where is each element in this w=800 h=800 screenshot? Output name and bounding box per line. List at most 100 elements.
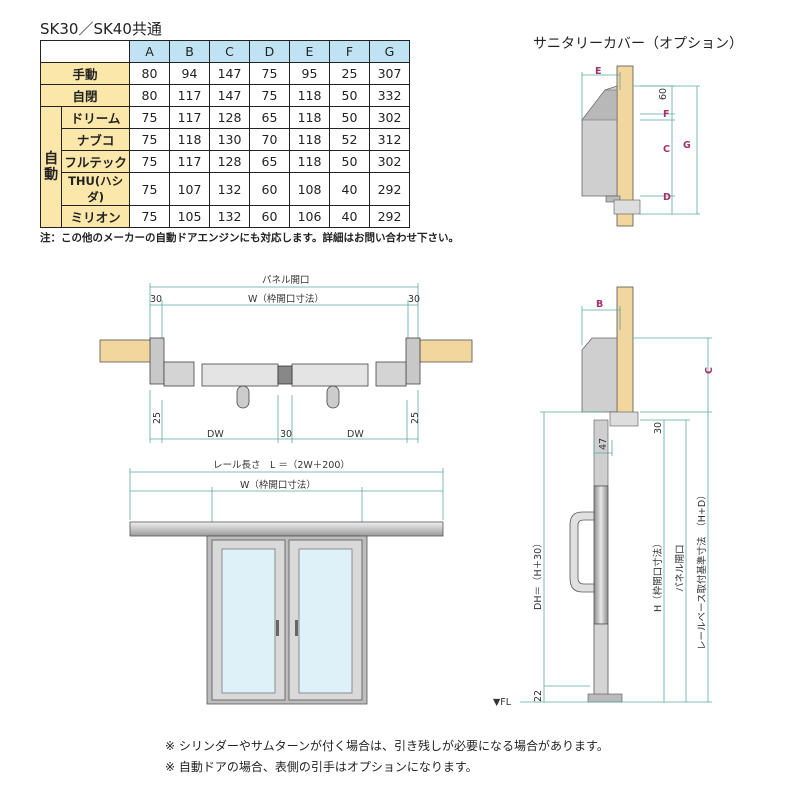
row-label-manual: 手動 (40, 62, 130, 85)
cover-dim-g: G (683, 140, 691, 151)
section-h-frame: H（枠開口寸法） (652, 538, 664, 612)
table-row: 自閉 80 117 147 75 118 50 332 (40, 84, 410, 107)
section-dim-30: 30 (653, 422, 664, 434)
plan-door-leaf-right (291, 363, 369, 387)
table-cell: 75 (249, 62, 290, 85)
section-panel-opening: パネル開口 (675, 544, 686, 592)
sanitary-cover-drawing: E 60 F C G D (581, 65, 700, 227)
table-cell: 65 (249, 150, 290, 173)
col-header-d: D (249, 40, 290, 63)
table-cell: 292 (369, 172, 410, 206)
section-wall (616, 286, 634, 426)
spec-table: A B C D E F G 手動 80 94 147 75 95 25 307 … (39, 40, 410, 228)
rail-block (613, 199, 641, 215)
section-dim-b: B (596, 299, 603, 310)
elevation-glass-left (221, 548, 276, 694)
table-cell: 147 (209, 84, 250, 107)
cover-dim-60: 60 (658, 88, 669, 100)
table-cell: 95 (289, 62, 330, 85)
plan-w-opening: W（枠開口寸法） (248, 293, 324, 305)
table-cell: 40 (329, 172, 370, 206)
cover-dim-e: E (595, 66, 602, 77)
plan-frame-left (149, 337, 165, 385)
plan-dim-25-right: 25 (410, 412, 421, 424)
plan-dim-25-left: 25 (152, 412, 163, 424)
row-label-million: ミリオン (61, 205, 130, 228)
cover-dim-f: F (663, 109, 670, 120)
table-cell: 117 (169, 106, 210, 129)
table-cell: 118 (289, 150, 330, 173)
table-cell: 332 (369, 84, 410, 107)
row-label-nabco: ナブコ (61, 128, 130, 151)
table-title: SK30／SK40共通 (40, 20, 162, 38)
footnote-2: ※ 自動ドアの場合、表側の引手はオプションになります。 (165, 760, 478, 774)
section-door-stile (593, 485, 609, 625)
elevation-glass-right (298, 548, 353, 694)
plan-handle-left (236, 385, 250, 409)
plan-dim-30-left: 30 (150, 294, 162, 305)
row-label-fulltech: フルテック (61, 150, 130, 173)
plan-frame-right (405, 337, 421, 385)
section-handle (569, 511, 595, 593)
plan-wall-right (419, 339, 473, 363)
auto-group-label-1: 自 (44, 150, 59, 167)
table-row: ミリオン 75 105 132 60 106 40 292 (41, 205, 410, 228)
plan-handle-right (326, 385, 340, 409)
plan-rail-left (163, 361, 195, 387)
table-cell: 80 (129, 62, 170, 85)
plan-panel-opening: パネル開口 (262, 275, 310, 286)
elevation-rail-cover (129, 521, 444, 537)
table-cell: 75 (129, 150, 170, 173)
table-row: 手動 80 94 147 75 95 25 307 (40, 62, 410, 85)
table-row: フルテック 75 117 128 65 118 50 302 (41, 150, 410, 173)
section-door-bottom (593, 623, 609, 697)
section-rail-base: レールベース取付基準寸法 （H+D） (696, 490, 708, 650)
elevation-pull-right (295, 620, 298, 636)
table-cell: 50 (329, 106, 370, 129)
table-corner (40, 40, 130, 63)
plan-rail-right (375, 361, 407, 387)
col-header-c: C (209, 40, 250, 63)
elevation-rail-length: レール長さ L ＝（2W＋200） (213, 459, 350, 471)
cover-title: サニタリーカバー（オプション） (533, 36, 743, 52)
footnote-1: ※ シリンダーやサムターンが付く場合は、引き残しが必要になる場合があります。 (165, 739, 609, 753)
section-rail-block (609, 411, 639, 427)
section-cover (581, 337, 618, 413)
table-cell: 132 (209, 172, 250, 206)
plan-wall-left (99, 339, 153, 363)
auto-group-label: 自動 (39, 106, 63, 228)
section-dim-c: C (704, 367, 715, 374)
table-cell: 130 (209, 128, 250, 151)
plan-dw-right: DW (347, 429, 364, 440)
table-cell: 105 (169, 205, 210, 228)
table-cell: 292 (369, 205, 410, 228)
cover-dim-c: C (663, 144, 670, 155)
elevation-w-opening: W（枠開口寸法） (240, 479, 316, 491)
section-dim-22: 22 (533, 690, 544, 702)
rail-bracket (605, 195, 621, 203)
table-note: 注：この他のメーカーの自動ドアエンジンにも対応します。詳細はお問い合わせ下さい。 (40, 232, 459, 244)
table-cell: 94 (169, 62, 210, 85)
section-fl: ▼FL (493, 697, 512, 708)
table-cell: 307 (369, 62, 410, 85)
plan-door-leaf-left (201, 363, 279, 387)
elevation-drawing: レール長さ L ＝（2W＋200） W（枠開口寸法） (129, 459, 444, 705)
plan-view-drawing: パネル開口 W（枠開口寸法） 30 30 25 25 47 DW 30 DW (99, 275, 473, 443)
table-cell: 75 (129, 205, 170, 228)
section-floor-guide (587, 693, 623, 703)
cover-top-slope (581, 89, 618, 121)
cover-dim-d: D (663, 192, 671, 203)
row-label-dream: ドリーム (61, 106, 130, 129)
row-label-self-closing: 自閉 (40, 84, 130, 107)
auto-group-label-2: 動 (44, 167, 59, 183)
plan-dim-30-center: 30 (280, 429, 292, 440)
plan-dw-left: DW (207, 429, 224, 440)
plan-dim-30-right: 30 (408, 294, 420, 305)
section-dh: DH＝（H＋30） (532, 538, 544, 610)
section-drawing: B C 30 47 22 DH＝（H＋30） H（枠開口寸法） パネル開口 レー… (493, 286, 715, 708)
section-dim-47: 47 (598, 438, 609, 450)
table-cell: 107 (169, 172, 210, 206)
col-header-a: A (129, 40, 170, 63)
elevation-pull-left (276, 620, 279, 636)
